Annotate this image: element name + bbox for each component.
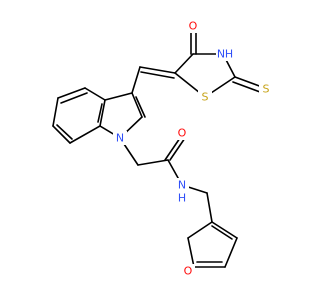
bond <box>187 221 213 239</box>
bond <box>97 103 103 123</box>
bond <box>131 66 141 94</box>
bond <box>69 125 101 144</box>
bond <box>211 225 233 240</box>
furan-ring <box>187 221 238 268</box>
bond <box>140 71 175 79</box>
bond <box>232 81 261 93</box>
bond <box>224 237 238 268</box>
bond <box>137 159 169 166</box>
indole-ring <box>52 87 146 144</box>
bond <box>52 97 59 127</box>
bond <box>99 99 106 127</box>
bond <box>104 92 133 101</box>
amide-nitrogen-label: N <box>178 179 186 192</box>
bond <box>56 124 73 140</box>
bond <box>174 53 194 74</box>
bond <box>131 92 143 118</box>
amide-hydrogen-label: H <box>178 192 186 205</box>
bond <box>169 137 186 161</box>
amide-oxygen-label: O <box>178 127 187 140</box>
bond <box>60 92 88 104</box>
nitrogen-h-label: H <box>225 48 233 61</box>
molecule-canvas: O H N S S N O N H O <box>52 19 273 278</box>
bond <box>234 76 263 88</box>
sulfur-thione-label: S <box>263 83 270 96</box>
bond <box>206 192 213 223</box>
sulfur-ring-label: S <box>202 91 209 104</box>
methylidene-bridge <box>131 66 176 94</box>
bond <box>164 137 181 161</box>
furan-oxygen-label: O <box>184 265 193 278</box>
nitrogen-label: N <box>217 48 225 61</box>
acetamide-chain <box>119 137 213 223</box>
indole-nitrogen-label: N <box>116 132 124 145</box>
bond <box>211 221 238 239</box>
bond <box>57 87 86 99</box>
bond <box>187 237 195 268</box>
molecule-structure: O H N S S N O N H O <box>52 19 273 278</box>
bond <box>52 125 71 144</box>
atom-labels: O H N S S N O N H O <box>113 19 273 278</box>
oxygen-label: O <box>189 20 198 33</box>
bond <box>84 87 106 101</box>
thiazolidinone-ring <box>174 29 263 98</box>
bond <box>139 66 176 74</box>
bond <box>135 96 146 118</box>
